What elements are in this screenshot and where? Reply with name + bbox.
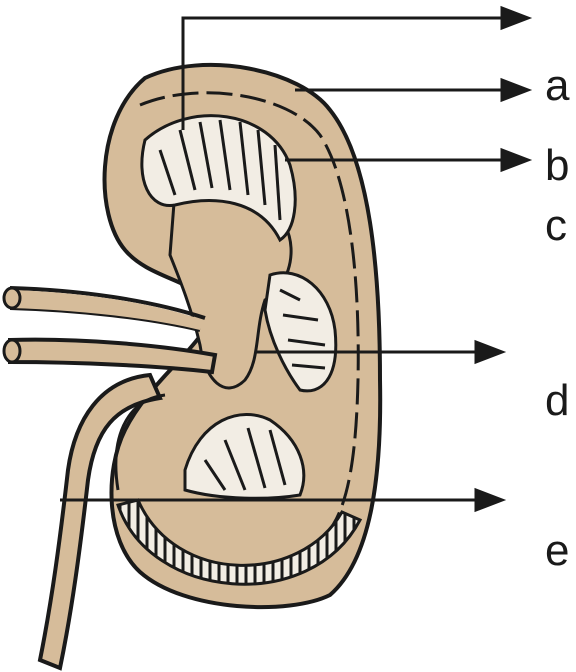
arrowhead-b <box>502 150 528 170</box>
label-c: c <box>545 201 567 250</box>
renal-vein-fill <box>10 340 215 372</box>
arrowhead-a <box>502 80 528 100</box>
renal-artery-end <box>4 288 20 308</box>
label-e: e <box>545 526 569 575</box>
label-a: a <box>545 61 570 110</box>
arrowhead-top <box>502 8 528 28</box>
label-b: b <box>545 141 569 190</box>
renal-vein-end <box>4 340 20 362</box>
arrowhead-e <box>476 490 502 510</box>
label-d: d <box>545 376 569 425</box>
arrowhead-d <box>476 342 502 362</box>
